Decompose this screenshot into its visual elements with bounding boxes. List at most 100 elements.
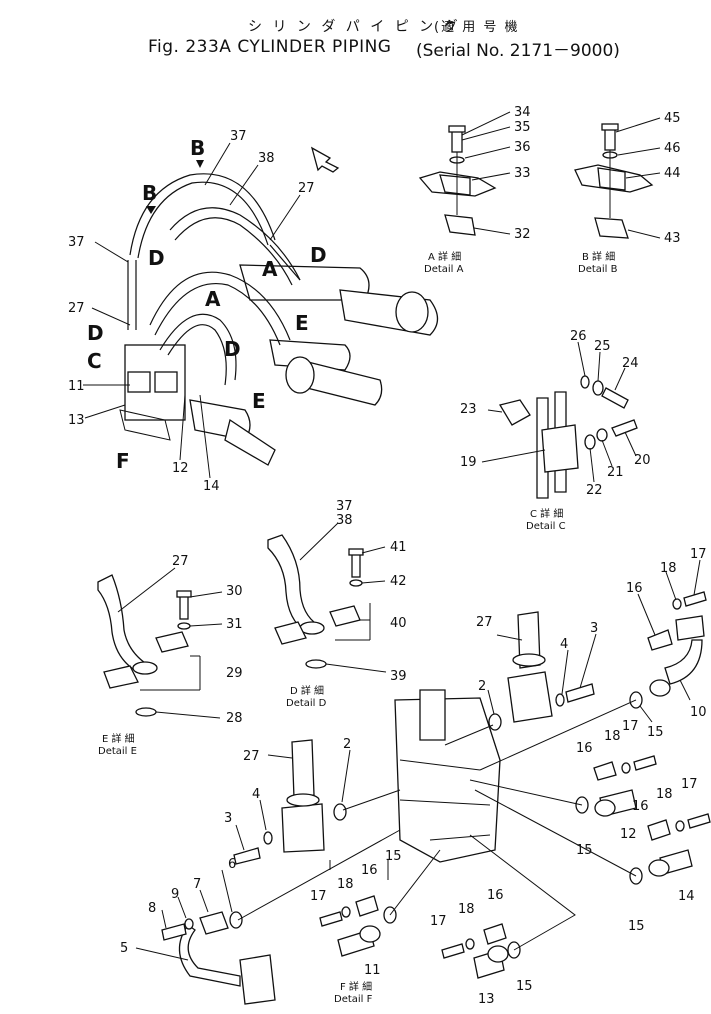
- callout-44: 44: [664, 166, 681, 181]
- washer-9: [184, 918, 194, 930]
- leader-43: [627, 229, 661, 239]
- callout-35: 35: [514, 120, 531, 135]
- pipe-27-f-lower: [291, 739, 315, 799]
- leader-27-left: [91, 307, 131, 326]
- figure-title: Fig. 233A CYLINDER PIPING: [148, 37, 392, 57]
- flange-27-lower: [286, 793, 320, 807]
- washer-18-b: [621, 762, 631, 774]
- leader-27-f-upper: [496, 634, 523, 641]
- callout-12-f: 12: [620, 827, 637, 842]
- marker-f: F: [116, 449, 130, 473]
- half-clamp-16-a: [647, 629, 673, 651]
- marker-d-2: D: [310, 243, 327, 267]
- detail-f-en: Detail F: [334, 994, 373, 1005]
- washer-4-lower: [263, 831, 273, 845]
- callout-10: 10: [690, 705, 707, 720]
- callout-40: 40: [390, 616, 407, 631]
- half-clamp-e-1: [103, 665, 139, 689]
- callout-33: 33: [514, 166, 531, 181]
- cylinder-rod-middle: [294, 359, 383, 406]
- callout-22: 22: [586, 483, 603, 498]
- washer-42: [349, 579, 363, 587]
- washer-21: [596, 428, 608, 442]
- leader-8: [161, 909, 167, 929]
- leader-23: [487, 409, 503, 413]
- callout-21: 21: [607, 465, 624, 480]
- leader-19: [481, 449, 546, 463]
- callout-41: 41: [390, 540, 407, 555]
- callout-18-a: 18: [660, 561, 677, 576]
- leader-39: [325, 663, 387, 673]
- callout-2-upper: 2: [478, 679, 486, 694]
- pipe-27-e: [97, 574, 150, 673]
- valve-port-12: [154, 371, 178, 393]
- washer-22: [584, 434, 596, 450]
- callout-17-c: 17: [681, 777, 698, 792]
- callout-29: 29: [226, 666, 243, 681]
- marker-a-1: A: [262, 257, 278, 281]
- bolt-3-lower: [233, 847, 261, 865]
- detail-c-en: Detail C: [526, 521, 566, 532]
- half-clamp-16-c: [647, 819, 671, 841]
- callout-3-upper: 3: [590, 621, 598, 636]
- callout-6: 6: [228, 857, 236, 872]
- view-markers: B B D D A A D D E C E F: [87, 136, 327, 473]
- callout-18-d: 18: [337, 877, 354, 892]
- detail-d-en: Detail D: [286, 698, 327, 709]
- leader-40: [335, 603, 371, 641]
- callout-16-e: 16: [487, 888, 504, 903]
- oring-28: [135, 707, 157, 717]
- clamp-32: [444, 214, 476, 236]
- flange-14: [648, 859, 670, 877]
- cylinder-upper-end: [395, 291, 429, 333]
- leader-4-lower: [259, 799, 267, 831]
- callout-38-d: 38: [336, 513, 353, 528]
- flange-11: [359, 925, 381, 943]
- bracket-19: [541, 424, 579, 473]
- callout-26: 26: [570, 329, 587, 344]
- callout-16-d: 16: [361, 863, 378, 878]
- callout-17-e: 17: [430, 914, 447, 929]
- detail-d-jp: D 詳 細: [290, 684, 324, 697]
- leader-33: [471, 172, 511, 181]
- leader-27-e: [117, 567, 176, 613]
- bolt-3-upper: [565, 683, 595, 703]
- leader-3-lower: [235, 824, 245, 851]
- callout-14-main: 14: [203, 479, 220, 494]
- oring-2-lower: [333, 803, 347, 821]
- leader-27-top: [269, 194, 301, 241]
- flange-e: [132, 661, 158, 675]
- marker-e-1: E: [295, 311, 309, 335]
- clamp-23: [498, 399, 531, 426]
- callout-37-left: 37: [68, 235, 85, 250]
- callout-24: 24: [622, 356, 639, 371]
- leader-37-left: [94, 241, 129, 263]
- leader-12: [179, 394, 186, 461]
- valve-body-lines: [399, 759, 491, 841]
- japanese-serial-label: (適 用 号 機: [434, 20, 520, 35]
- leader-2-upper: [487, 689, 495, 715]
- elbow-10: [664, 639, 703, 685]
- washer-18-c: [675, 820, 685, 832]
- cylinder-middle-end: [285, 356, 315, 394]
- leader-20: [624, 431, 637, 457]
- washer-31: [177, 622, 191, 630]
- leader-22: [589, 447, 595, 483]
- bolt-41: [351, 552, 361, 578]
- cylinder-rod-lower: [224, 418, 276, 466]
- valve-port-11: [127, 371, 151, 393]
- assembly-guide-lines: [237, 699, 637, 951]
- leader-31: [189, 623, 223, 627]
- valve-base: [119, 409, 171, 441]
- leader-42: [361, 580, 386, 584]
- pipe-c-1: [536, 397, 549, 499]
- hose-mid-2: [154, 283, 281, 346]
- callout-43: 43: [664, 231, 681, 246]
- leader-21: [601, 439, 613, 467]
- marker-d-3: D: [87, 321, 104, 345]
- callout-28: 28: [226, 711, 243, 726]
- leader-28: [155, 711, 221, 719]
- callout-20: 20: [634, 453, 651, 468]
- block-5: [239, 954, 276, 1005]
- hose-37-inner: [137, 181, 269, 259]
